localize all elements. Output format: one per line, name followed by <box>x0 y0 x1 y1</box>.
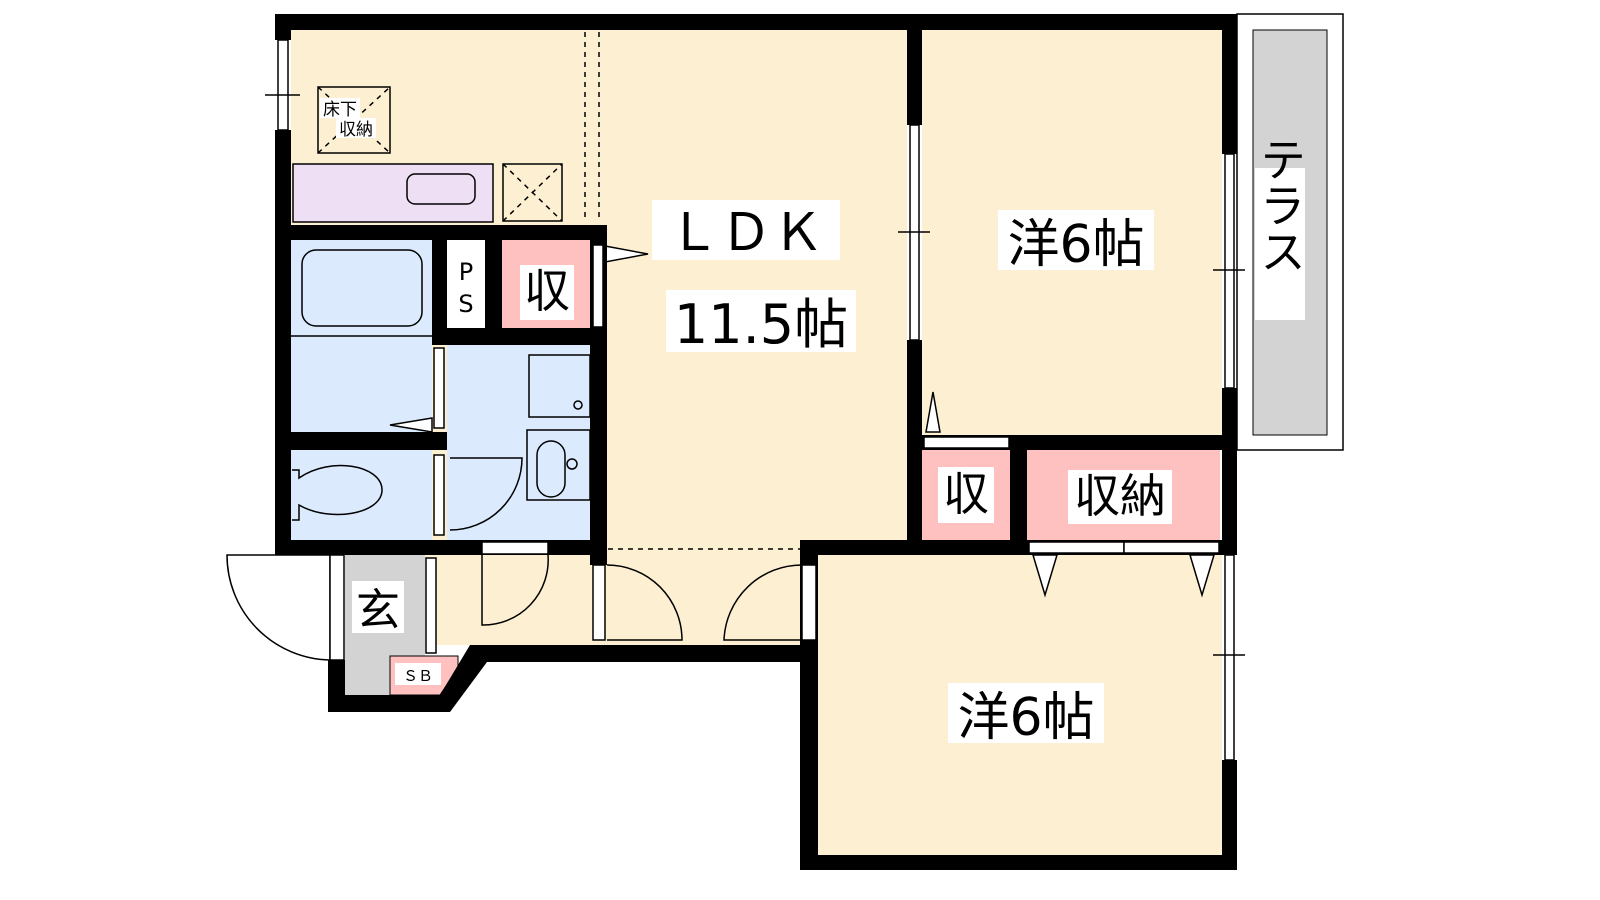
underfloor-label-1: 床下 <box>323 100 357 120</box>
sink-icon <box>406 173 476 205</box>
ps-label-2: S <box>458 290 473 318</box>
windows[interactable] <box>265 39 1245 761</box>
door-swing <box>606 564 683 641</box>
labels: ＬＤＫ 11.5帖 洋6帖 洋6帖 テラス 玄 床下 収納 P S 収 収 収納… <box>320 98 1307 748</box>
fridge-space <box>502 163 563 222</box>
ps-label-1: P <box>459 258 473 286</box>
washroom-floor <box>447 345 590 540</box>
closet-label: 収納 <box>1074 469 1166 523</box>
window-western2 <box>1224 554 1235 761</box>
storage2-label: 収 <box>943 467 989 521</box>
toilet-icon <box>292 464 383 521</box>
door-swing <box>723 564 803 641</box>
ps-area <box>447 240 485 328</box>
kitchen-counter <box>292 163 494 223</box>
bathtub-icon <box>301 249 423 327</box>
corridor-floor <box>425 545 805 645</box>
door-swing <box>449 457 523 531</box>
door-swing <box>481 554 549 626</box>
storage1-label: 収 <box>524 264 570 318</box>
ldk-label: ＬＤＫ <box>668 203 824 263</box>
ldk-size-label: 11.5帖 <box>674 293 848 356</box>
window-terrace <box>1224 153 1235 389</box>
underfloor-label-2: 収納 <box>339 120 373 140</box>
entrance-door-swing <box>226 554 331 661</box>
terrace-label: テラス <box>1253 136 1307 274</box>
western2-label: 洋6帖 <box>957 688 1094 748</box>
western1-label: 洋6帖 <box>1007 215 1144 275</box>
window-kitchen <box>277 39 289 131</box>
fixtures <box>226 32 1216 661</box>
underfloor-box <box>317 86 391 154</box>
shoebox-label: ＳＢ <box>403 667 433 685</box>
entrance-label: 玄 <box>356 585 400 636</box>
toilet-floor <box>291 450 432 540</box>
